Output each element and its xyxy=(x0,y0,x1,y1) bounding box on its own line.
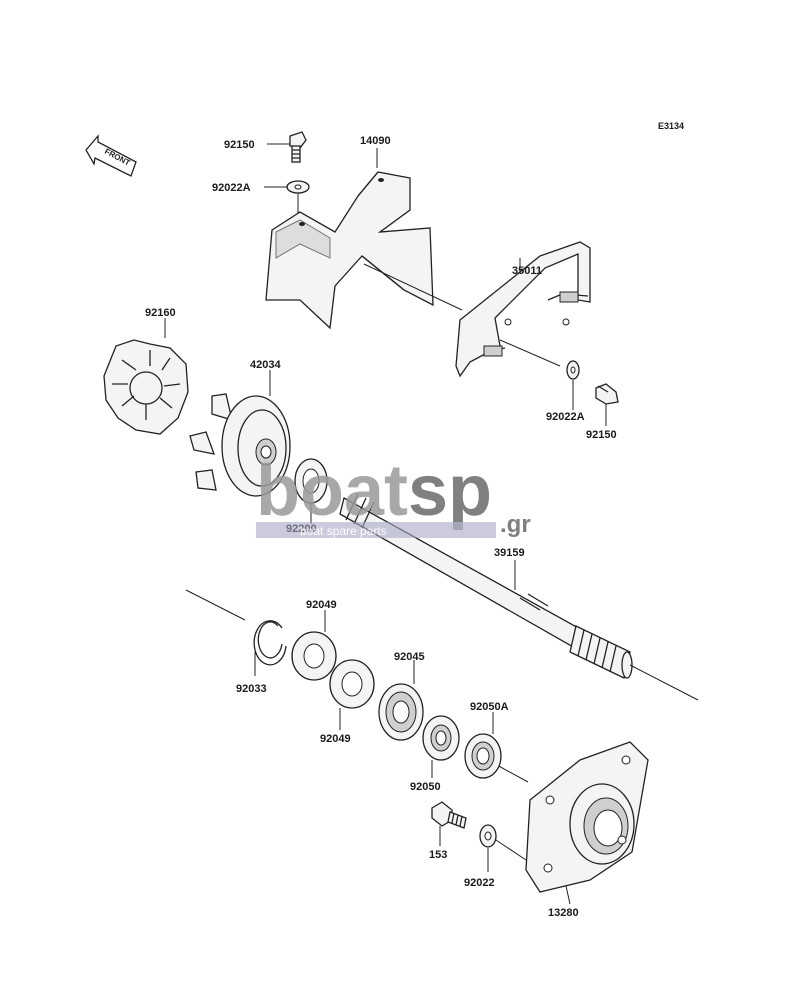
label-13280: 13280 xyxy=(548,907,579,919)
part-92022-washer xyxy=(479,824,497,848)
part-92160-damper xyxy=(103,339,189,435)
part-92049-spacer-a xyxy=(291,631,337,681)
part-35011-bracket xyxy=(455,241,591,378)
label-42034: 42034 xyxy=(250,359,281,371)
part-92022a-washer-top xyxy=(286,180,310,194)
part-92200-seal xyxy=(294,458,328,504)
part-92050-bearing xyxy=(422,715,460,761)
watermark-brand-accent: sp xyxy=(408,451,492,531)
label-leader-lines xyxy=(164,143,607,905)
label-92022: 92022 xyxy=(464,877,495,889)
part-92150-bolt-top xyxy=(289,131,307,163)
label-153: 153 xyxy=(429,849,447,861)
part-42034-impeller xyxy=(189,393,291,497)
label-92049-a: 92049 xyxy=(306,599,337,611)
label-92022a-right: 92022A xyxy=(546,411,585,423)
watermark-brand-main: boat xyxy=(256,451,408,531)
part-92049-spacer-b xyxy=(329,659,375,709)
label-92150-right: 92150 xyxy=(586,429,617,441)
part-92150-bolt-right xyxy=(595,383,619,405)
part-14090-cover xyxy=(265,171,434,330)
part-39159-shaft xyxy=(339,493,633,679)
part-92022a-washer-right xyxy=(566,360,580,380)
assembly-guide-lines xyxy=(185,263,699,861)
part-92045-bearing xyxy=(378,683,424,741)
front-arrow-icon: FRONT xyxy=(85,134,137,177)
part-153-bolt xyxy=(431,801,467,829)
part-92033-circlip xyxy=(253,620,287,666)
label-35011: 35011 xyxy=(512,265,542,277)
label-92022a-top: 92022A xyxy=(212,182,251,194)
part-92050a-bearing xyxy=(464,733,502,779)
watermark-tagline: boat spare parts xyxy=(300,524,387,538)
label-92050a: 92050A xyxy=(470,701,509,713)
label-92050: 92050 xyxy=(410,781,441,793)
label-92160: 92160 xyxy=(145,307,176,319)
label-14090: 14090 xyxy=(360,135,391,147)
diagram-code: E3134 xyxy=(658,121,684,131)
label-92049-b: 92049 xyxy=(320,733,351,745)
label-39159: 39159 xyxy=(494,547,525,559)
watermark-brand-tld: .gr xyxy=(500,511,531,538)
watermark-logo: boat sp .gr boat spare parts xyxy=(256,451,531,538)
label-92033: 92033 xyxy=(236,683,267,695)
label-92150-top: 92150 xyxy=(224,139,255,151)
part-13280-housing xyxy=(525,741,649,893)
label-92045: 92045 xyxy=(394,651,425,663)
